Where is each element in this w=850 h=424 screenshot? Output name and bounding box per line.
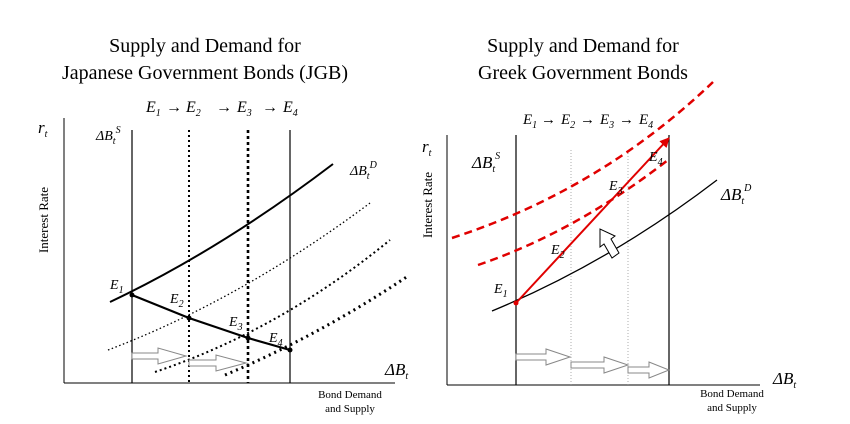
right-seq-e2: E [560, 112, 570, 128]
right-demand-shift-1 [477, 159, 669, 267]
left-seq-arrow-3: → [262, 99, 278, 116]
left-demand-4 [224, 274, 409, 377]
svg-text:E2: E2 [560, 112, 575, 131]
right-panel: Supply and Demand for Greek Government B… [420, 35, 796, 414]
right-demand-shift-arrow [599, 228, 620, 259]
left-panel: Supply and Demand for Japanese Governmen… [36, 35, 409, 415]
svg-text:E4: E4 [268, 331, 283, 349]
right-x-label-line1: Bond Demand [700, 388, 764, 400]
svg-text:E4: E4 [648, 150, 663, 168]
left-x-label-line1: Bond Demand [318, 389, 382, 401]
svg-text:E3: E3 [236, 99, 252, 119]
left-point-label-e2: E [169, 292, 179, 307]
right-demand-shift-2 [451, 81, 714, 240]
right-y-label: Interest Rate [420, 172, 435, 238]
left-point-label-e3: E [228, 315, 238, 330]
svg-text:ΔBtS: ΔBtS [95, 125, 121, 147]
svg-text:ΔBt: ΔBt [384, 360, 408, 382]
right-demand-label: ΔB [720, 185, 742, 204]
svg-text:E2: E2 [169, 292, 184, 310]
left-seq-arrow-2: → [216, 99, 232, 116]
left-point-label-e4: E [268, 331, 278, 346]
svg-text:E2: E2 [185, 99, 201, 119]
right-sequence: E1 → E2 → E3 → E4 [522, 112, 653, 131]
left-demand-1 [109, 163, 334, 303]
left-seq-arrow-1: → [166, 99, 182, 116]
left-supply-label: ΔB [95, 129, 113, 144]
svg-text:E4: E4 [638, 112, 653, 131]
svg-text:E1: E1 [522, 112, 537, 131]
right-seq-arrow-3: → [619, 112, 634, 128]
left-y-label: Interest Rate [36, 187, 51, 253]
svg-text:E3: E3 [228, 315, 243, 333]
left-sequence: E1 → E2 → E3 → E4 [145, 99, 298, 119]
right-seq-e4: E [638, 112, 648, 128]
svg-text:ΔBtD: ΔBtD [720, 183, 752, 207]
left-seq-e1: E [145, 99, 156, 116]
svg-text:E3: E3 [599, 112, 614, 131]
svg-text:E3: E3 [608, 179, 623, 197]
left-seq-e3: E [236, 99, 247, 116]
svg-text:ΔBtD: ΔBtD [349, 160, 378, 182]
right-supply-label: ΔB [471, 153, 493, 172]
svg-text:E2: E2 [550, 243, 565, 261]
right-title-line2: Greek Government Bonds [478, 62, 688, 84]
right-seq-e3: E [599, 112, 609, 128]
left-point-e1 [129, 292, 135, 298]
svg-text:ΔBtS: ΔBtS [471, 151, 500, 175]
svg-text:rt: rt [422, 137, 432, 159]
svg-text:E1: E1 [145, 99, 161, 119]
svg-text:E1: E1 [493, 282, 508, 300]
right-seq-arrow-1: → [541, 112, 556, 128]
left-demand-2 [107, 202, 371, 351]
right-y-symbol: r [422, 137, 429, 156]
right-point-label-e1: E [493, 282, 503, 297]
right-seq-arrow-2: → [580, 112, 595, 128]
left-point-label-e1: E [109, 278, 119, 293]
left-y-symbol: r [38, 118, 45, 137]
right-point-label-e3: E [608, 179, 618, 194]
left-point-e2 [186, 315, 192, 321]
left-demand-label: ΔB [349, 164, 367, 179]
right-x-label-line2: and Supply [707, 402, 757, 414]
right-x-symbol: ΔB [772, 369, 794, 388]
left-x-label-line2: and Supply [325, 403, 375, 415]
svg-text:E1: E1 [109, 278, 124, 296]
svg-text:rt: rt [38, 118, 48, 140]
left-point-e3 [245, 335, 251, 341]
left-point-e4 [287, 347, 293, 353]
right-equilibrium-path [515, 137, 670, 304]
right-shift-arrows [515, 348, 671, 379]
left-seq-e2: E [185, 99, 196, 116]
right-point-label-e4: E [648, 150, 658, 165]
left-title-line1: Supply and Demand for [109, 35, 301, 57]
left-shift-arrows [131, 347, 248, 372]
right-title-line1: Supply and Demand for [487, 35, 679, 57]
right-seq-e1: E [522, 112, 532, 128]
right-point-e1 [513, 300, 519, 306]
left-seq-e4: E [282, 99, 293, 116]
right-point-label-e2: E [550, 243, 560, 258]
left-title-line2: Japanese Government Bonds (JGB) [62, 62, 348, 84]
left-equilibrium-path [131, 293, 291, 352]
left-demand-3 [154, 239, 391, 373]
left-x-symbol: ΔB [384, 360, 406, 379]
svg-text:ΔBt: ΔBt [772, 369, 796, 391]
svg-text:E4: E4 [282, 99, 298, 119]
